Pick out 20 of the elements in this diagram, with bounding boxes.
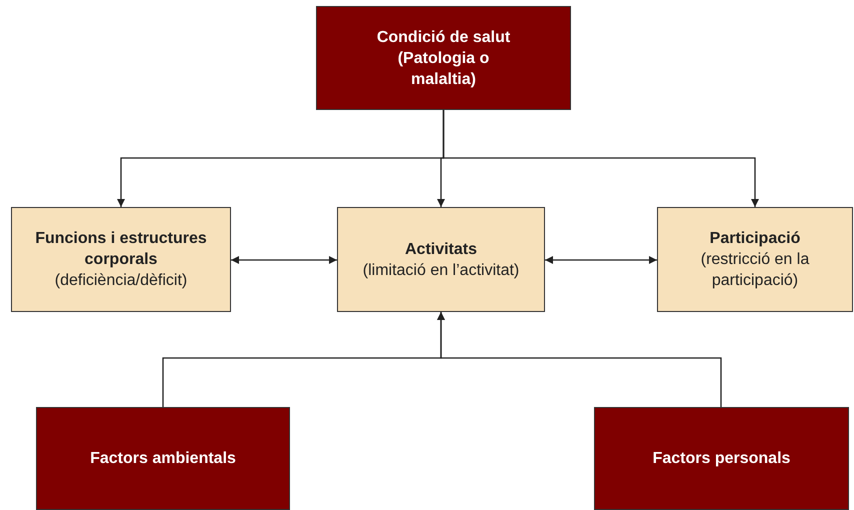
box-subtitle: (Patologia o malaltia) (396, 48, 490, 90)
box-title: Activitats (404, 240, 478, 260)
box-subtitle: (deficiència/dèficit) (54, 271, 188, 291)
component-box (11, 207, 231, 312)
factor-box (36, 407, 290, 510)
arrow (545, 256, 657, 264)
arrow (442, 110, 759, 207)
arrow (231, 256, 337, 264)
box-title: Funcions i estructures corporals (34, 229, 208, 270)
box-title: Factors personals (652, 449, 790, 469)
box-subtitle: (limitació en l’activitat) (362, 260, 520, 280)
factor-box (594, 407, 849, 510)
component-box (337, 207, 545, 312)
box-title: Factors ambientals (90, 449, 236, 469)
box-subtitle: (restricció en la participació) (700, 250, 810, 291)
component-box (657, 207, 853, 312)
box-title: Condició de salut (376, 28, 510, 48)
factor-box (316, 6, 571, 110)
box-title: Participació (710, 229, 800, 249)
arrow (437, 312, 722, 407)
